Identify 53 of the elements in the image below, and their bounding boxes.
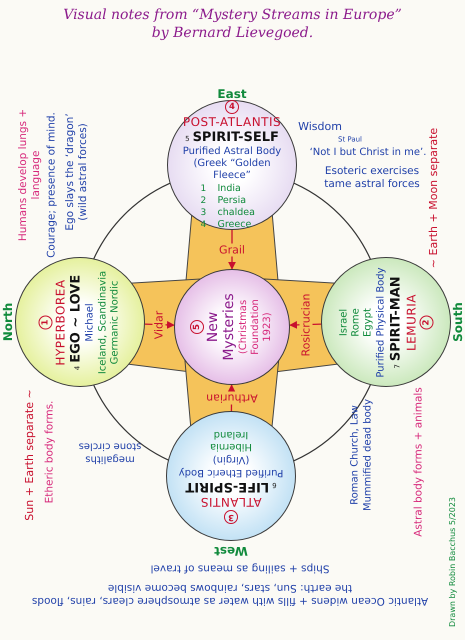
- circled-number: 3: [224, 510, 238, 524]
- edge-label: Grail: [217, 243, 247, 256]
- note-text: Michael: [84, 302, 96, 342]
- compass-label: East: [217, 87, 247, 101]
- circled-number: 4: [225, 100, 239, 114]
- note-text: Roman Church, Law Mummified dead body: [350, 398, 374, 514]
- note-text: Etheric body forms.: [43, 400, 56, 504]
- note-text: Humans develop lungs + language: [16, 108, 43, 244]
- note-text: megaliths stone circles: [78, 440, 142, 464]
- circled-number: 5: [190, 320, 204, 334]
- list-number: 1: [200, 184, 208, 194]
- note-text: Sun + Earth separate ~: [23, 389, 37, 521]
- compass-label: North: [1, 302, 15, 342]
- circled-number: 2: [420, 315, 434, 329]
- compass-label: West: [214, 544, 248, 558]
- member-heading: SPIRIT-SELF: [192, 130, 279, 145]
- list-number: 4: [200, 220, 208, 230]
- note-text: Purified Etheric Body: [178, 466, 284, 478]
- note-text: Ships + sailing as means of travel: [150, 562, 330, 575]
- note-text: Purified Physical Body: [376, 266, 388, 378]
- member-heading: EGO ~ LOVE: [68, 274, 84, 362]
- era-heading: HYPERBOREA: [54, 278, 68, 366]
- note-text: (Virgin): [212, 453, 250, 465]
- title: Visual notes from “Mystery Streams in Europe” by Bernard Lievegoed.: [62, 6, 403, 42]
- note-text: Ego slays the ‘dragon’ (wild astral forces): [64, 113, 90, 231]
- note-text: Wisdom: [298, 120, 342, 134]
- note-text: ~ Earth + Moon separate: [427, 128, 441, 268]
- list-number: 2: [200, 196, 208, 206]
- member-heading: LIFE-SPIRIT: [185, 479, 270, 494]
- era-heading: POST-ATLANTIS: [182, 115, 282, 129]
- edge-label: Vidar: [152, 308, 166, 341]
- place-names: Hibernia Ireland: [209, 428, 253, 452]
- list-number: 3: [200, 208, 208, 218]
- note-text: (Christmas Foundation 1923): [238, 298, 274, 357]
- place-names: Iceland, Scandinavia Germanic Nordic: [98, 269, 122, 376]
- note-text: ‘Not I but Christ in me’.: [310, 146, 426, 160]
- era-heading: LEMURIA: [404, 294, 418, 350]
- note-text: Esoteric exercises tame astral forces: [323, 164, 421, 192]
- note-text: Courage; presence of mind.: [45, 112, 58, 258]
- place-name: chaldea: [218, 207, 256, 218]
- compass-label: South: [451, 302, 465, 342]
- place-name: Greece: [218, 219, 252, 230]
- note-text: Purified Astral Body (Greek “Golden Fleece”: [182, 146, 282, 182]
- place-name: Persia: [218, 195, 248, 206]
- note-text: Drawn by Robin Bacchus 5/2023: [448, 496, 458, 628]
- note-text: Atlantic Ocean widens + fills with water as atmosphere clears, rains, floods the earth: Sun, stars, rainbows become visible: [30, 581, 430, 608]
- member-heading: SPIRIT-MAN: [388, 276, 404, 361]
- place-names: Israel Rome Egypt: [338, 306, 374, 338]
- era-heading: ATLANTIS: [200, 495, 262, 509]
- note-text: Astral body forms + animals: [412, 387, 426, 537]
- place-name: India: [218, 183, 242, 194]
- circled-number: 1: [38, 315, 52, 329]
- center-heading: New Mysteries: [205, 292, 237, 363]
